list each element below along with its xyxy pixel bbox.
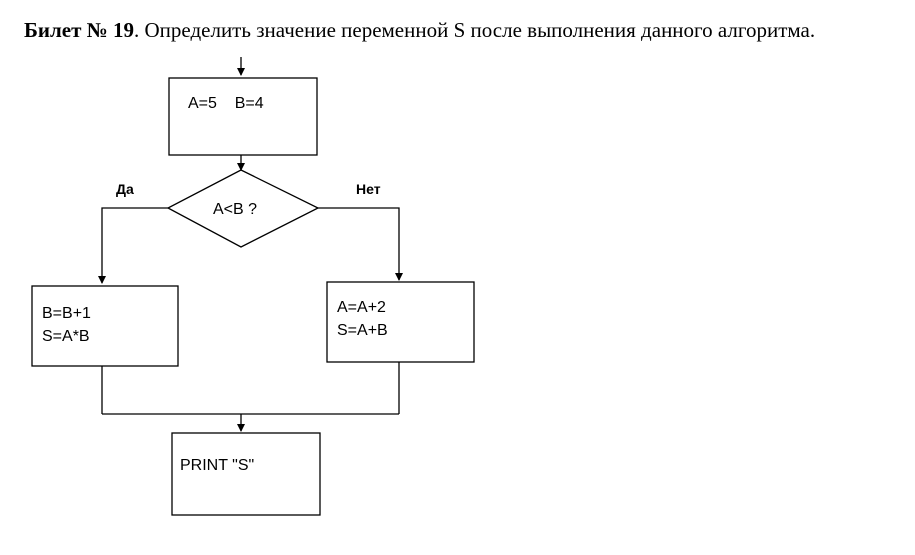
no-block bbox=[326, 281, 475, 363]
condition-diamond bbox=[166, 169, 320, 248]
init-block bbox=[168, 77, 318, 156]
print-block-text: PRINT "S" bbox=[180, 457, 254, 474]
yes-block-line-2: S=A*B bbox=[42, 328, 90, 345]
ticket-heading: Билет № 19. Определить значение переменн… bbox=[24, 18, 815, 43]
condition-text: A<B ? bbox=[213, 201, 257, 218]
yes-block-line-1: B=B+1 bbox=[42, 305, 91, 322]
ticket-number: Билет № 19 bbox=[24, 18, 135, 42]
print-block bbox=[171, 432, 321, 516]
yes-branch-line bbox=[98, 207, 168, 284]
no-block-line-1: A=A+2 bbox=[337, 299, 386, 316]
task-instruction: . Определить значение переменной S после… bbox=[134, 18, 816, 42]
no-label: Нет bbox=[356, 181, 381, 197]
init-block-text: A=5 B=4 bbox=[188, 95, 264, 112]
yes-block bbox=[31, 285, 179, 367]
no-block-line-2: S=A+B bbox=[337, 322, 388, 339]
yes-label: Да bbox=[116, 181, 134, 197]
no-branch-line bbox=[318, 207, 403, 281]
